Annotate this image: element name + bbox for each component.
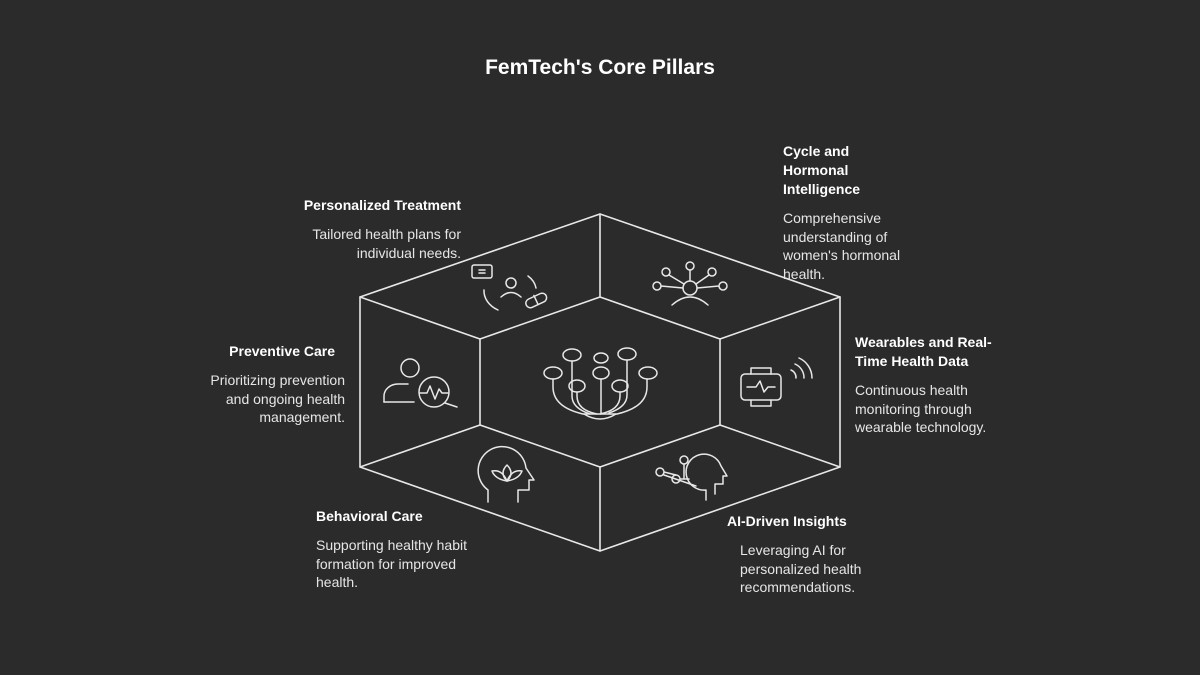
hormone-network-icon — [652, 261, 728, 306]
pillar-heading: Personalized Treatment — [303, 197, 461, 213]
divider-upper-left — [359, 296, 481, 340]
pillar-description: Supporting healthy habit formation for i… — [316, 537, 467, 590]
pillar-preventive: Preventive Care Prioritizing prevention … — [195, 342, 345, 427]
pillar-heading: Preventive Care — [229, 343, 335, 359]
pillar-description: Continuous health monitoring through wea… — [855, 382, 987, 435]
pillar-behavioral: Behavioral Care Supporting healthy habit… — [316, 507, 476, 592]
pillar-description: Prioritizing prevention and ongoing heal… — [210, 372, 345, 425]
pill-clipboard-person-icon — [471, 264, 548, 311]
pillar-description: Comprehensive understanding of women's h… — [783, 210, 901, 282]
divider-lower-right — [719, 424, 841, 468]
central-tree-network-icon — [543, 347, 658, 420]
page-title: FemTech's Core Pillars — [485, 56, 715, 79]
pillar-heading: Behavioral Care — [316, 508, 423, 524]
head-lotus-icon — [477, 445, 535, 503]
pillar-description: Tailored health plans for individual nee… — [312, 226, 461, 261]
pillar-ai: AI-Driven Insights Leveraging AI for per… — [727, 512, 880, 597]
head-ai-nodes-icon — [655, 453, 728, 501]
divider-upper-right — [719, 296, 841, 340]
smartwatch-signal-icon — [740, 357, 813, 407]
pillar-heading: Cycle and Hormonal Intelligence — [783, 143, 861, 197]
pillar-heading: AI-Driven Insights — [727, 513, 847, 529]
divider-lower-left — [359, 424, 481, 468]
inner-hexagon-outline — [479, 296, 721, 468]
person-heartbeat-magnifier-icon — [383, 358, 458, 408]
pillar-description: Leveraging AI for personalized health re… — [740, 542, 862, 595]
pillar-wearables: Wearables and Real-Time Health Data Cont… — [855, 333, 995, 437]
pillar-cycle: Cycle and Hormonal Intelligence Comprehe… — [783, 142, 918, 283]
pillar-personalized: Personalized Treatment Tailored health p… — [250, 196, 461, 262]
pillar-heading: Wearables and Real-Time Health Data — [855, 334, 992, 369]
